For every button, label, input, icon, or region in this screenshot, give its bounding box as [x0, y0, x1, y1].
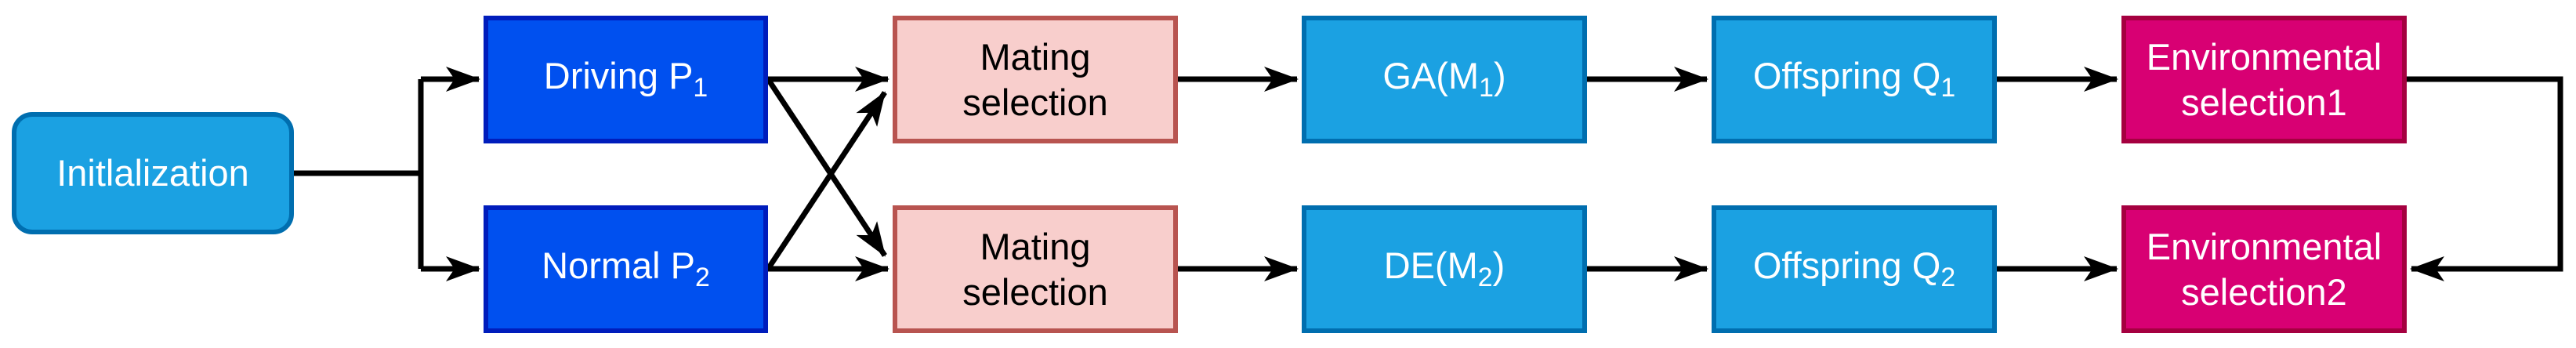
node-initialization: Initlalization: [12, 112, 294, 234]
node-offspring-q2-label: Offspring Q2: [1752, 245, 1956, 293]
arrow-env1-to-env2-loop: [2407, 76, 2563, 281]
node-environmental-selection-1-label: Environmental selection1: [2146, 36, 2382, 123]
arrow-init-trunk: [294, 79, 424, 269]
node-de-m2-label: DE(M2): [1383, 245, 1505, 293]
node-environmental-selection-1: Environmental selection1: [2121, 16, 2407, 143]
node-normal-p2-label: Normal P2: [542, 245, 710, 293]
node-normal-p2: Normal P2: [484, 205, 768, 333]
arrow-driving-to-mating2: [766, 78, 887, 257]
node-mating-selection-2: Mating selection: [893, 205, 1178, 333]
node-offspring-q2: Offspring Q2: [1712, 205, 1997, 333]
node-environmental-selection-2-label: Environmental selection2: [2146, 226, 2382, 313]
node-mating-selection-1: Mating selection: [893, 16, 1178, 143]
node-mating-selection-2-label: Mating selection: [962, 226, 1108, 313]
node-ga-m1: GA(M1): [1302, 16, 1587, 143]
node-offspring-q1-label: Offspring Q1: [1752, 55, 1956, 103]
node-de-m2: DE(M2): [1302, 205, 1587, 333]
node-mating-selection-1-label: Mating selection: [962, 36, 1108, 123]
node-driving-p1-label: Driving P1: [543, 55, 708, 103]
node-driving-p1: Driving P1: [484, 16, 768, 143]
arrow-normal-to-mating1: [766, 91, 887, 270]
node-ga-m1-label: GA(M1): [1382, 55, 1506, 103]
node-initialization-label: Initlalization: [56, 151, 249, 194]
node-environmental-selection-2: Environmental selection2: [2121, 205, 2407, 333]
node-offspring-q1: Offspring Q1: [1712, 16, 1997, 143]
